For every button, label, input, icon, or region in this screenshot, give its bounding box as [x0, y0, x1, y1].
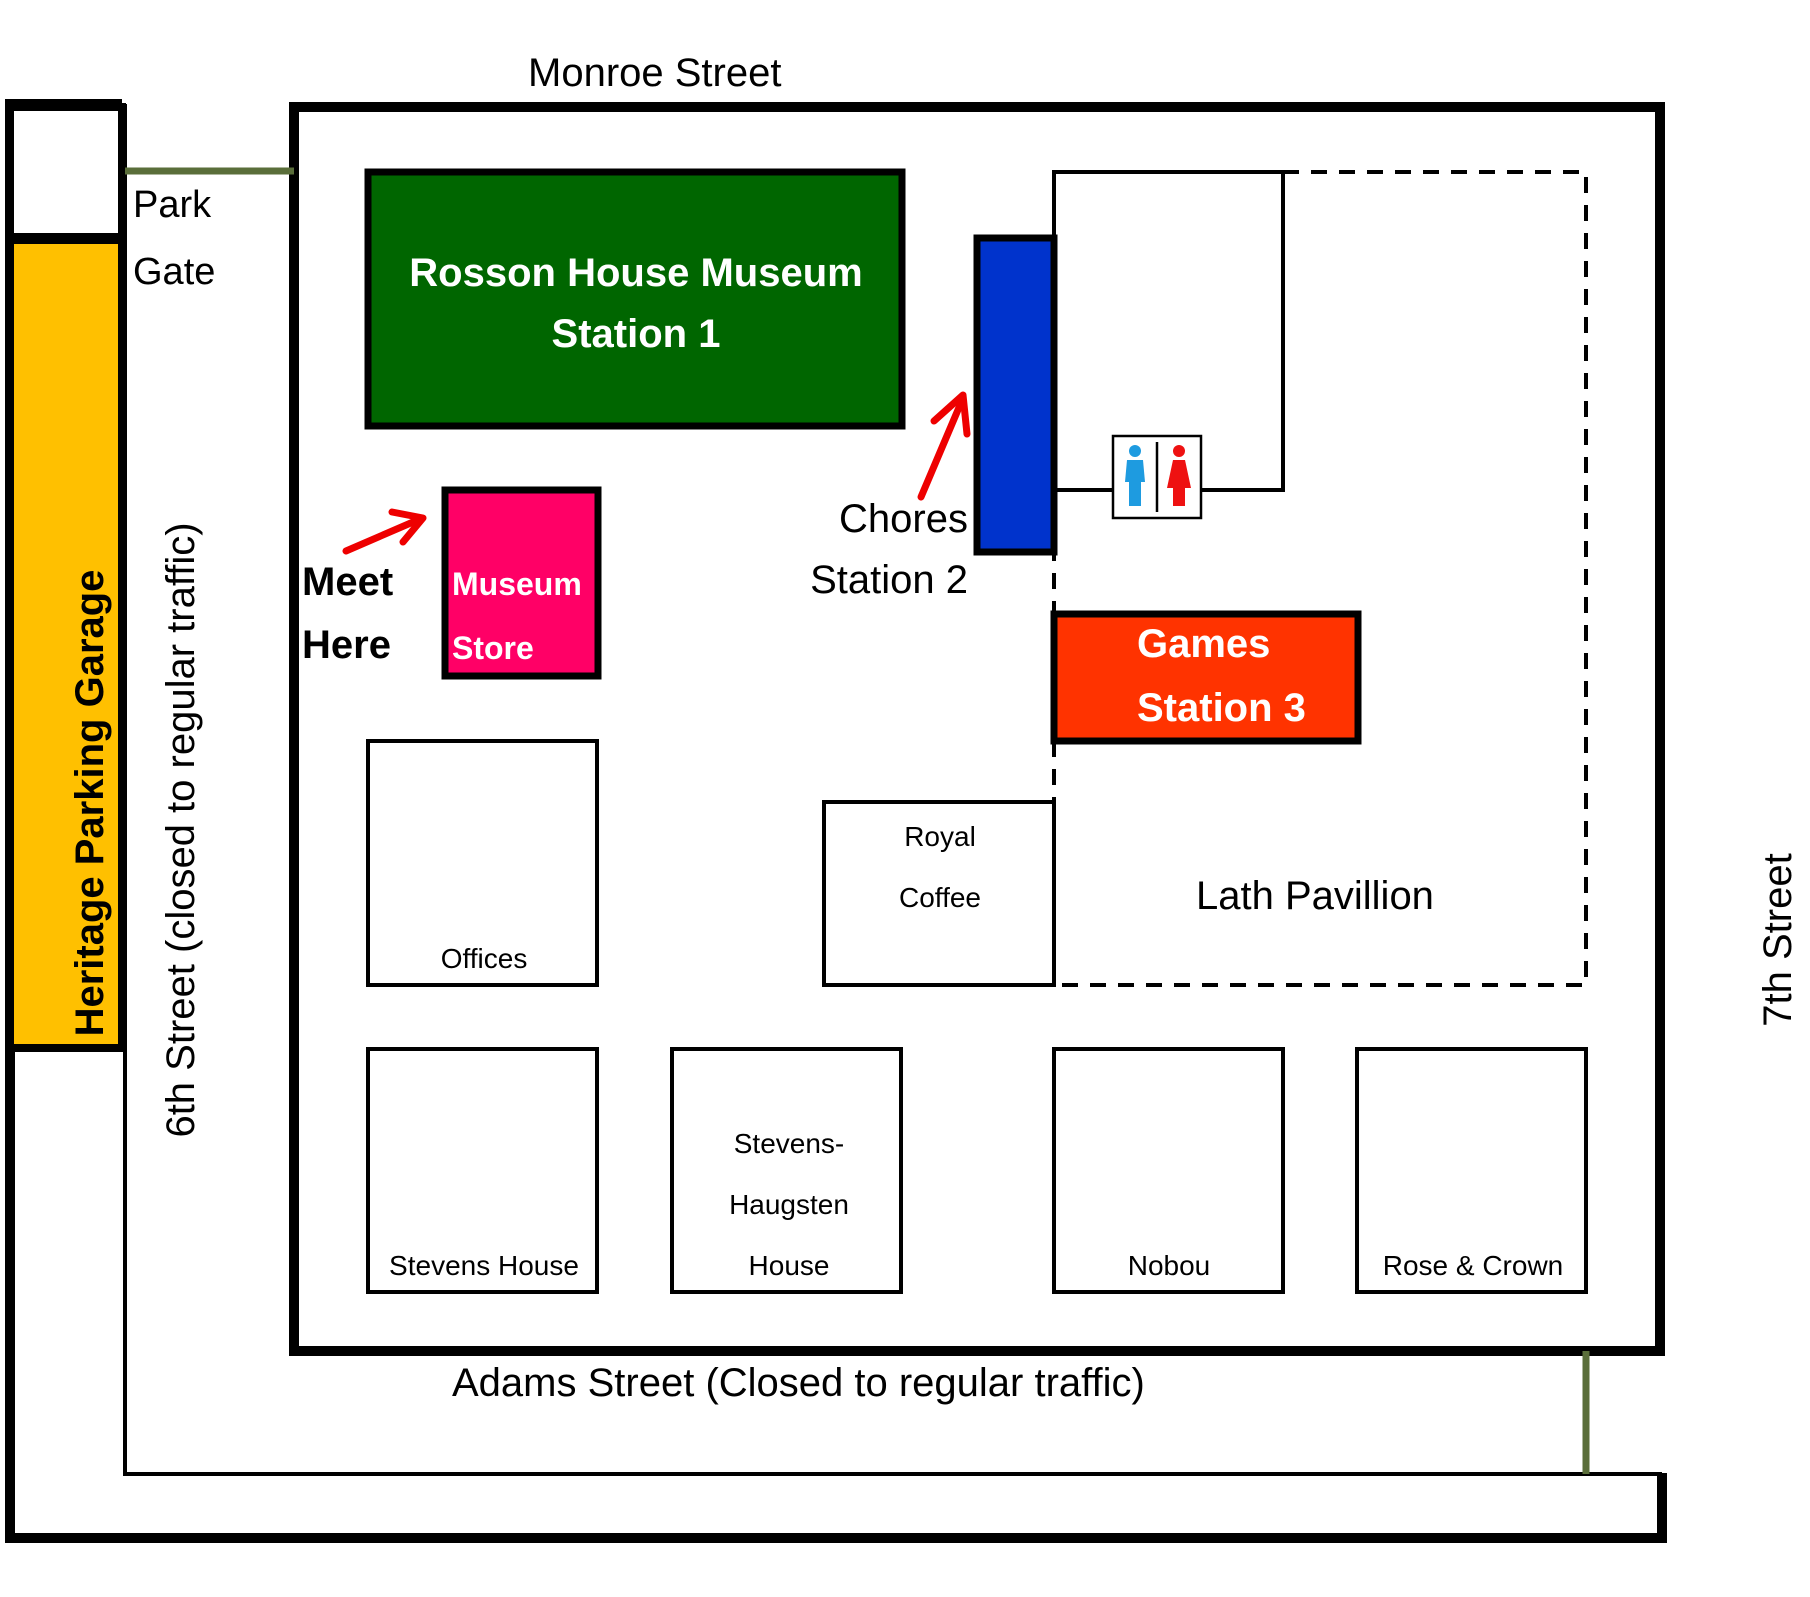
station-3-label-2: Station 3	[1137, 686, 1306, 730]
museum-store-label-2: Store	[452, 630, 534, 666]
royal-coffee-label-1: Royal	[904, 821, 976, 852]
adams-street-label: Adams Street (Closed to regular traffic)	[452, 1361, 1145, 1405]
parking-garage-top-box	[6, 103, 126, 241]
meet-here-label-2: Here	[302, 623, 391, 667]
royal-coffee-building	[822, 800, 1056, 987]
meet-here-label-1: Meet	[302, 560, 393, 604]
restroom-icon	[1111, 434, 1203, 520]
park-block	[289, 102, 1665, 1356]
museum-store	[441, 486, 602, 680]
parking-garage	[6, 236, 126, 1052]
men-restroom-icon	[1125, 445, 1145, 506]
stevens-haugsten-label-3: House	[749, 1250, 830, 1281]
nobou-label: Nobou	[1128, 1250, 1211, 1281]
stevens-haugsten-label-1: Stevens-	[734, 1128, 845, 1159]
station-2-label-1: Chores	[839, 497, 968, 541]
royal-coffee-label-2: Coffee	[899, 882, 981, 913]
lath-pavilion-label: Lath Pavillion	[1196, 874, 1434, 918]
park-gate-label-2: Gate	[133, 251, 215, 293]
offices-building	[366, 739, 599, 987]
sixth-street-label: 6th Street (closed to regular traffic)	[159, 522, 203, 1137]
rose-crown-building	[1355, 1047, 1588, 1294]
station-3-games	[1050, 610, 1362, 745]
arrow-to-museum-store	[342, 508, 427, 555]
stevens-house-label: Stevens House	[389, 1250, 579, 1281]
stevens-haugsten-building	[670, 1047, 903, 1294]
stevens-haugsten-label-2: Haugsten	[729, 1189, 849, 1220]
arrow-to-chores-station	[917, 391, 971, 501]
nobou-building	[1052, 1047, 1285, 1294]
park-gate-label-1: Park	[133, 184, 212, 226]
station-2-chores	[973, 234, 1058, 556]
museum-store-label-1: Museum	[452, 566, 582, 602]
station-1-label-2: Station 1	[552, 312, 721, 356]
parking-garage-label: Heritage Parking Garage	[68, 570, 112, 1037]
women-restroom-icon	[1167, 445, 1191, 506]
station-3-label-1: Games	[1137, 622, 1270, 666]
station-2-label-2: Station 2	[810, 558, 968, 602]
station-1-rosson-house	[364, 168, 906, 430]
monroe-street-label: Monroe Street	[528, 51, 781, 95]
rose-crown-label: Rose & Crown	[1383, 1250, 1564, 1281]
station-1-label-1: Rosson House Museum	[409, 251, 862, 295]
seventh-street-label: 7th Street	[1756, 853, 1800, 1026]
lath-pavilion-boundary	[1052, 170, 1588, 987]
stevens-house-building	[366, 1047, 599, 1294]
offices-label: Offices	[441, 943, 528, 974]
